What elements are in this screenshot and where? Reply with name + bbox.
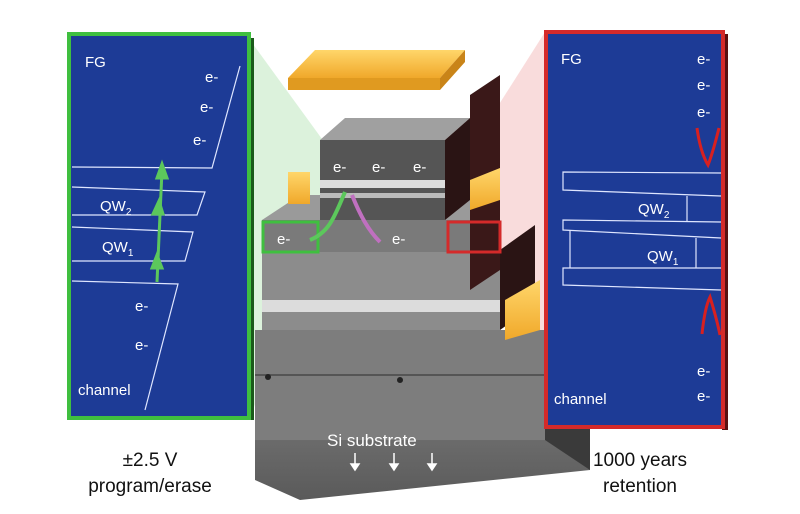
retention-caption: retention bbox=[603, 476, 677, 497]
side-gate-left bbox=[288, 172, 310, 204]
electron: e- bbox=[205, 69, 218, 86]
electron: e- bbox=[200, 99, 213, 116]
tunneling-arrow-up bbox=[149, 159, 170, 283]
electron: e- bbox=[697, 363, 710, 380]
channel-label: channel bbox=[78, 382, 131, 399]
electron: e- bbox=[135, 337, 148, 354]
electron: e- bbox=[697, 51, 710, 68]
green-electron-path bbox=[309, 191, 347, 242]
fg-label: FG bbox=[561, 51, 582, 68]
device-electron: e- bbox=[333, 159, 346, 176]
top-gate bbox=[288, 50, 465, 78]
electron: e- bbox=[193, 132, 206, 149]
qw1-label: QW1 bbox=[647, 248, 679, 268]
right-band-diagram-panel: FG e- e- e- QW2 QW1 e- e- channel bbox=[544, 30, 728, 430]
si-substrate bbox=[255, 330, 590, 500]
reflect-arrow-top bbox=[695, 127, 721, 169]
qw2-label: QW2 bbox=[638, 201, 670, 221]
electron: e- bbox=[697, 104, 710, 121]
reflect-arrow-bottom bbox=[700, 292, 722, 336]
retention-years-caption: 1000 years bbox=[593, 450, 687, 471]
program-erase-caption: program/erase bbox=[88, 476, 212, 497]
side-gate-right bbox=[470, 168, 500, 210]
substrate-label: Si substrate bbox=[327, 431, 417, 450]
electron: e- bbox=[697, 77, 710, 94]
electron: e- bbox=[135, 298, 148, 315]
down-arrows bbox=[349, 453, 438, 472]
voltage-caption: ±2.5 V bbox=[123, 450, 178, 471]
side-gate-lower bbox=[505, 280, 540, 340]
device-electron: e- bbox=[392, 231, 405, 248]
left-band-diagram-panel: FG e- e- e- QW2 QW1 e- e- channel bbox=[67, 32, 254, 420]
fg-label: FG bbox=[85, 54, 106, 71]
device-electron: e- bbox=[372, 159, 385, 176]
retention-region-outline bbox=[446, 220, 502, 254]
electron: e- bbox=[697, 388, 710, 405]
device-electron: e- bbox=[277, 231, 290, 248]
qw2-label: QW2 bbox=[100, 198, 132, 218]
channel-label: channel bbox=[554, 391, 607, 408]
device-electron: e- bbox=[413, 159, 426, 176]
purple-electron-path bbox=[350, 194, 382, 244]
qw1-label: QW1 bbox=[102, 239, 134, 259]
